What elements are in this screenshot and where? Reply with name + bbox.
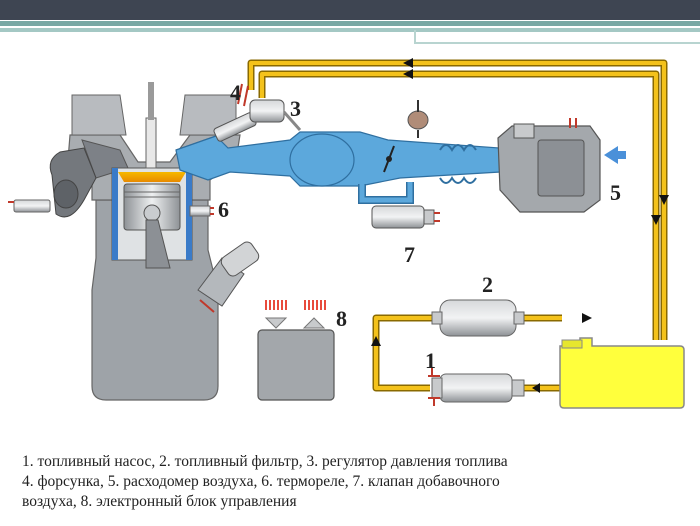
fuel-injector [213, 83, 257, 142]
label-1: 1 [425, 348, 436, 373]
label-3: 3 [290, 96, 301, 121]
label-8: 8 [336, 306, 347, 331]
label-2: 2 [482, 272, 493, 297]
temperature-sensor [189, 205, 214, 217]
air-flow-arrow-icon [604, 146, 626, 164]
fuel-pump [428, 368, 525, 406]
fuel-filter [431, 299, 525, 337]
label-5: 5 [610, 180, 621, 205]
engine-block [49, 82, 241, 401]
header-frame [414, 30, 700, 44]
ignition-distributor [197, 241, 260, 313]
label-4: 4 [230, 80, 241, 105]
caption-line-1: 1. топливный насос, 2. топливный фильтр,… [22, 453, 508, 470]
label-6: 6 [218, 197, 229, 222]
header-stripe-light [0, 28, 700, 32]
pressure-regulator [249, 99, 302, 131]
diagram-caption: 1. топливный насос, 2. топливный фильтр,… [22, 452, 692, 512]
caption-line-2: 4. форсунка, 5. расходомер воздуха, 6. т… [22, 473, 500, 490]
ecu-block [257, 300, 335, 401]
header-bar [0, 0, 700, 20]
fuel-tank [559, 337, 685, 409]
air-flow-meter [497, 118, 601, 213]
fuel-injection-diagram: 1 2 8 [8, 58, 685, 409]
caption-line-3: воздуха, 8. электронный блок управления [22, 493, 297, 510]
air-intake-manifold [175, 131, 501, 204]
header-stripe [0, 21, 700, 26]
throttle-sensor [407, 100, 429, 138]
exhaust-sensor [8, 199, 51, 213]
flow-arrows [371, 58, 669, 393]
idle-air-valve [371, 205, 440, 229]
label-7: 7 [404, 242, 415, 267]
